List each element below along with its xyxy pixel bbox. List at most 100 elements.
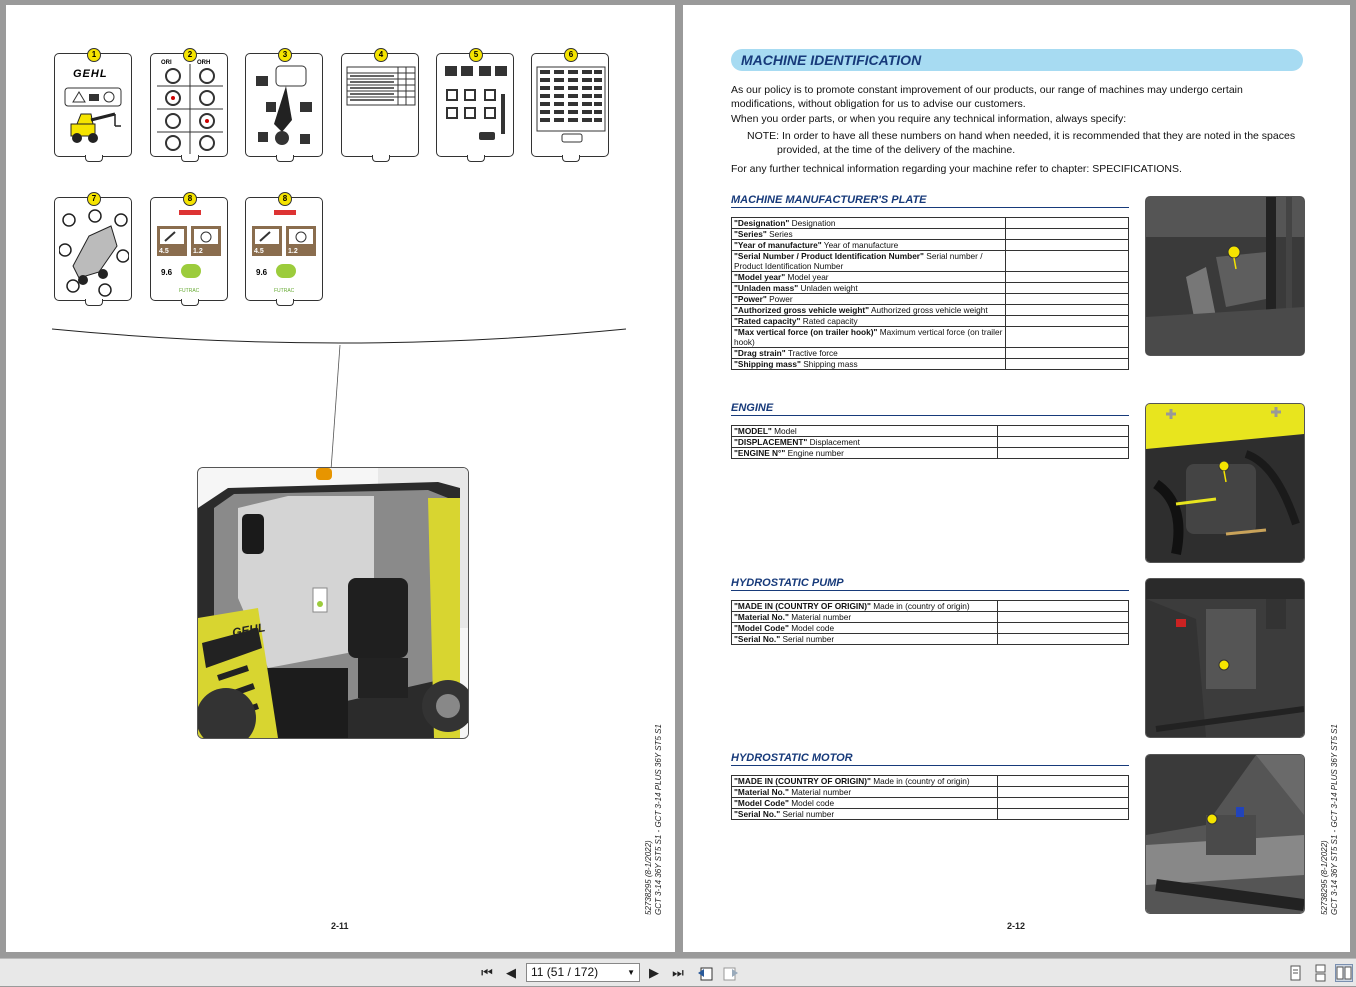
label-number-badge: 8 xyxy=(278,192,292,206)
decal-label-3: 3 xyxy=(245,48,323,162)
joystick-controls-icon xyxy=(256,65,312,145)
viewer-toolbar: ⏮ ◀ 11 (51 / 172) ▼ ▶ ⏭ xyxy=(0,958,1356,986)
page-number-value: 11 (51 / 172) xyxy=(531,965,599,979)
table-row: "MADE IN (COUNTRY OF ORIGIN)" Made in (c… xyxy=(731,600,1129,612)
loader-pictogram-icon: 4.5 xyxy=(252,226,282,256)
table-row: "Serial No." Serial number xyxy=(731,633,1129,645)
futrac-logo: FUTRAC xyxy=(179,288,200,294)
table-row: "Material No." Material number xyxy=(731,786,1129,798)
value-cell xyxy=(997,622,1129,634)
co2-cloud-icon xyxy=(181,264,201,278)
section-heading-hydrostatic-motor: HYDROSTATIC MOTOR xyxy=(731,752,1129,766)
decal-label-8a: 8 4.5 1.2 9.6 FUTRAC xyxy=(150,192,228,306)
label-number-badge: 6 xyxy=(564,48,578,62)
value-cell xyxy=(1005,217,1129,229)
brand-stripe xyxy=(179,210,201,215)
facing-pages-view-button[interactable] xyxy=(1335,964,1353,982)
decal-label-4: 4 xyxy=(341,48,419,162)
co2-value: 9.6 xyxy=(256,268,268,277)
go-back-icon xyxy=(698,967,713,981)
last-page-button[interactable]: ⏭ xyxy=(669,964,687,982)
telehandler-cab-illustration: GEHL xyxy=(197,467,469,739)
value-cell xyxy=(1005,293,1129,305)
value-cell xyxy=(997,600,1129,612)
value-cell xyxy=(1005,228,1129,240)
value-cell xyxy=(1005,239,1129,251)
go-back-button[interactable] xyxy=(696,964,714,982)
table-row: "Designation" Designation xyxy=(731,217,1129,229)
warning-text-table-icon xyxy=(346,66,416,106)
maintenance-points-icon xyxy=(59,209,129,297)
table-row: "DISPLACEMENT" Displacement xyxy=(731,436,1129,448)
facing-pages-view-icon xyxy=(1336,966,1352,980)
table-row: "Shipping mass" Shipping mass xyxy=(731,358,1129,370)
first-page-button[interactable]: ⏮ xyxy=(478,964,496,982)
doc-code: 52738295 (8-1/2022) GCT 3-14 36Y ST5 S1 … xyxy=(1320,724,1339,915)
first-page-icon: ⏮ xyxy=(481,965,493,980)
table-row: "Serial Number / Product Identification … xyxy=(731,250,1129,272)
operation-pictograms-icon xyxy=(445,66,507,140)
value-cell xyxy=(1005,358,1129,370)
value-cell xyxy=(997,611,1129,623)
value-cell xyxy=(1005,326,1129,348)
intro-note: NOTE: In order to have all these numbers… xyxy=(747,130,1296,156)
left-page: 1 GEHL 2 xyxy=(6,5,675,952)
label-number-badge: 8 xyxy=(183,192,197,206)
section-heading-manufacturer-plate: MACHINE MANUFACTURER'S PLATE xyxy=(731,194,1129,208)
decal-label-8b: 8 4.5 1.2 9.6 FUTRAC xyxy=(245,192,323,306)
previous-page-button[interactable]: ◀ xyxy=(502,964,520,982)
table-row: "Authorized gross vehicle weight" Author… xyxy=(731,304,1129,316)
table-row: "Unladen mass" Unladen weight xyxy=(731,282,1129,294)
table-row: "MADE IN (COUNTRY OF ORIGIN)" Made in (c… xyxy=(731,775,1129,787)
table-row: "Rated capacity" Rated capacity xyxy=(731,315,1129,327)
continuous-view-icon xyxy=(1315,964,1326,982)
value-cell xyxy=(997,447,1129,459)
single-page-view-button[interactable] xyxy=(1286,964,1304,982)
decal-label-1: 1 GEHL xyxy=(54,48,132,162)
value-cell xyxy=(1005,271,1129,283)
table-row: "Series" Series xyxy=(731,228,1129,240)
table-row: "Model Code" Model code xyxy=(731,622,1129,634)
table-row: "Material No." Material number xyxy=(731,611,1129,623)
value-cell xyxy=(997,797,1129,809)
label-text-b: ORH xyxy=(197,60,211,66)
gehl-logo-text: GEHL xyxy=(73,68,108,80)
decal-label-6: 6 xyxy=(531,48,609,162)
table-row: "Drag strain" Tractive force xyxy=(731,347,1129,359)
value-cell xyxy=(1005,304,1129,316)
value-cell xyxy=(997,633,1129,645)
intro-paragraph-3: For any further technical information re… xyxy=(731,163,1182,175)
value-cell xyxy=(997,436,1129,448)
value-cell xyxy=(1005,250,1129,272)
next-page-button[interactable]: ▶ xyxy=(645,964,663,982)
continuous-view-button[interactable] xyxy=(1311,964,1329,982)
futrac-logo: FUTRAC xyxy=(274,288,295,294)
co2-value: 9.6 xyxy=(161,268,173,277)
doc-code: 52738295 (8-1/2022) GCT 3-14 36Y ST5 S1 … xyxy=(644,724,663,915)
page-number-dropdown[interactable]: 11 (51 / 172) ▼ xyxy=(526,963,640,982)
decal-label-2: 2 ORI ORH xyxy=(150,48,228,162)
label-number-badge: 4 xyxy=(374,48,388,62)
hydrostatic-pump-table: "MADE IN (COUNTRY OF ORIGIN)" Made in (c… xyxy=(731,600,1129,645)
single-page-view-icon xyxy=(1290,965,1301,981)
table-row: "Year of manufacture" Year of manufactur… xyxy=(731,239,1129,251)
hydrostatic-motor-table: "MADE IN (COUNTRY OF ORIGIN)" Made in (c… xyxy=(731,775,1129,820)
previous-page-icon: ◀ xyxy=(506,965,516,980)
title-bar: MACHINE IDENTIFICATION xyxy=(731,49,1303,71)
engine-photo xyxy=(1145,403,1305,563)
load-chart-grid-icon xyxy=(536,66,606,143)
manufacturer-plate-photo xyxy=(1145,196,1305,356)
engine-table: "MODEL" Model "DISPLACEMENT" Displacemen… xyxy=(731,425,1129,459)
go-forward-button[interactable] xyxy=(722,964,740,982)
co2-cloud-icon xyxy=(276,264,296,278)
telehandler-icon xyxy=(64,87,122,143)
decal-label-5: 5 xyxy=(436,48,514,162)
label-text-a: ORI xyxy=(161,60,172,66)
value-cell xyxy=(1005,282,1129,294)
brake-pictograms-icon xyxy=(157,64,223,154)
label-number-badge: 7 xyxy=(87,192,101,206)
page-title: MACHINE IDENTIFICATION xyxy=(741,52,922,68)
label-number-badge: 5 xyxy=(469,48,483,62)
value-cell xyxy=(997,786,1129,798)
table-row: "Model year" Model year xyxy=(731,271,1129,283)
